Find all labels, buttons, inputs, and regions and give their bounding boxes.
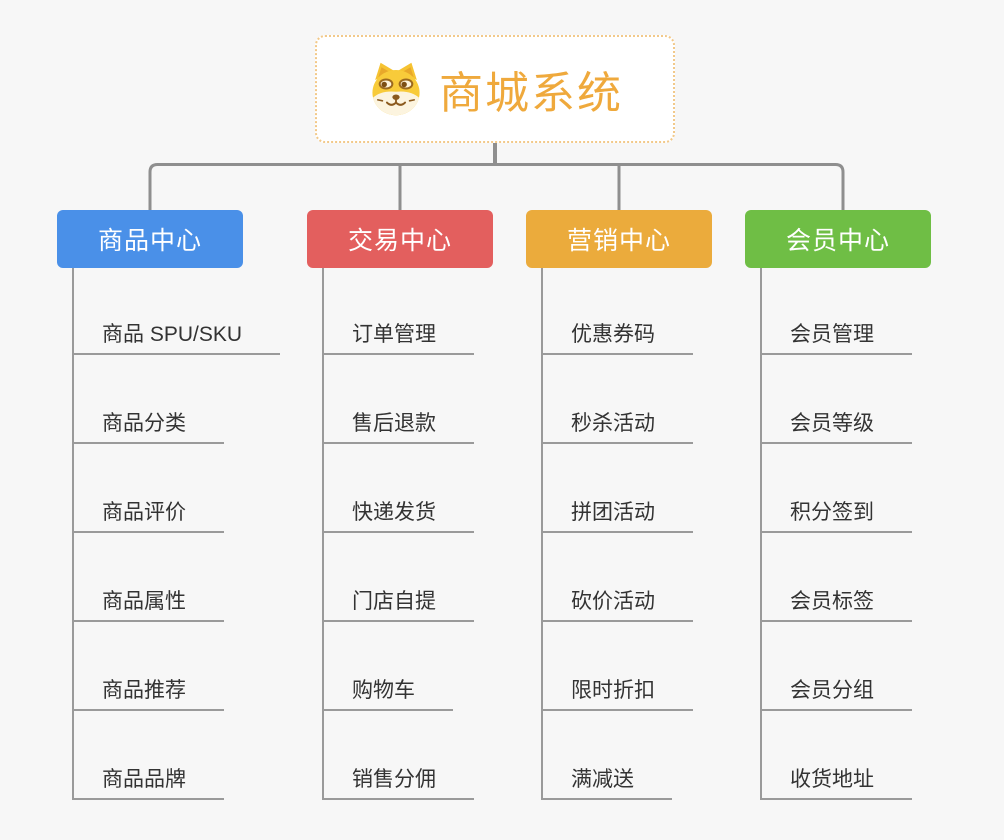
subtopic-item[interactable]: 会员标签 [760, 533, 912, 622]
branch-trade-center[interactable]: 交易中心 [307, 210, 493, 268]
subtopic-item[interactable]: 快递发货 [322, 444, 474, 533]
branch-spine-line [72, 268, 74, 800]
subtopic-item[interactable]: 秒杀活动 [541, 355, 693, 444]
subtopic-item[interactable]: 拼团活动 [541, 444, 693, 533]
branch-member-center[interactable]: 会员中心 [745, 210, 931, 268]
subtopic-item[interactable]: 收货地址 [760, 711, 912, 800]
subtopic-item[interactable]: 商品评价 [72, 444, 224, 533]
subtopic-item[interactable]: 销售分佣 [322, 711, 474, 800]
dog-face-icon [372, 62, 420, 116]
subtopic-item[interactable]: 商品品牌 [72, 711, 224, 800]
branch-marketing-subtopics: 优惠券码 秒杀活动 拼团活动 砍价活动 限时折扣 满减送 [541, 266, 693, 800]
root-node[interactable]: 商城系统 [315, 35, 675, 143]
branch-spine-line [760, 268, 762, 800]
subtopic-item[interactable]: 售后退款 [322, 355, 474, 444]
subtopic-item[interactable]: 商品推荐 [72, 622, 224, 711]
subtopic-item[interactable]: 会员管理 [760, 266, 912, 355]
subtopic-item[interactable]: 商品属性 [72, 533, 224, 622]
subtopic-item[interactable]: 积分签到 [760, 444, 912, 533]
subtopic-item[interactable]: 商品 SPU/SKU [72, 266, 281, 355]
branch-label: 交易中心 [347, 227, 452, 255]
branch-spine-line [541, 268, 543, 800]
root-title: 商城系统 [439, 69, 623, 118]
subtopic-item[interactable]: 限时折扣 [541, 622, 693, 711]
branch-trade-subtopics: 订单管理 售后退款 快递发货 门店自提 购物车 销售分佣 [322, 266, 474, 800]
branch-label: 商品中心 [97, 227, 202, 255]
subtopic-item[interactable]: 订单管理 [322, 266, 474, 355]
subtopic-item[interactable]: 商品分类 [72, 355, 224, 444]
branch-member-subtopics: 会员管理 会员等级 积分签到 会员标签 会员分组 收货地址 [760, 266, 912, 800]
branch-marketing-center[interactable]: 营销中心 [526, 210, 712, 268]
subtopic-item[interactable]: 购物车 [322, 622, 453, 711]
subtopic-item[interactable]: 砍价活动 [541, 533, 693, 622]
branch-product-center[interactable]: 商品中心 [57, 210, 243, 268]
subtopic-item[interactable]: 门店自提 [322, 533, 474, 622]
subtopic-item[interactable]: 会员分组 [760, 622, 912, 711]
branch-label: 会员中心 [785, 227, 890, 255]
subtopic-item[interactable]: 满减送 [541, 711, 672, 800]
subtopic-item[interactable]: 会员等级 [760, 355, 912, 444]
branch-label: 营销中心 [566, 227, 671, 255]
subtopic-item[interactable]: 优惠券码 [541, 266, 693, 355]
branch-spine-line [322, 268, 324, 800]
branch-product-subtopics: 商品 SPU/SKU 商品分类 商品评价 商品属性 商品推荐 商品品牌 [72, 266, 281, 800]
